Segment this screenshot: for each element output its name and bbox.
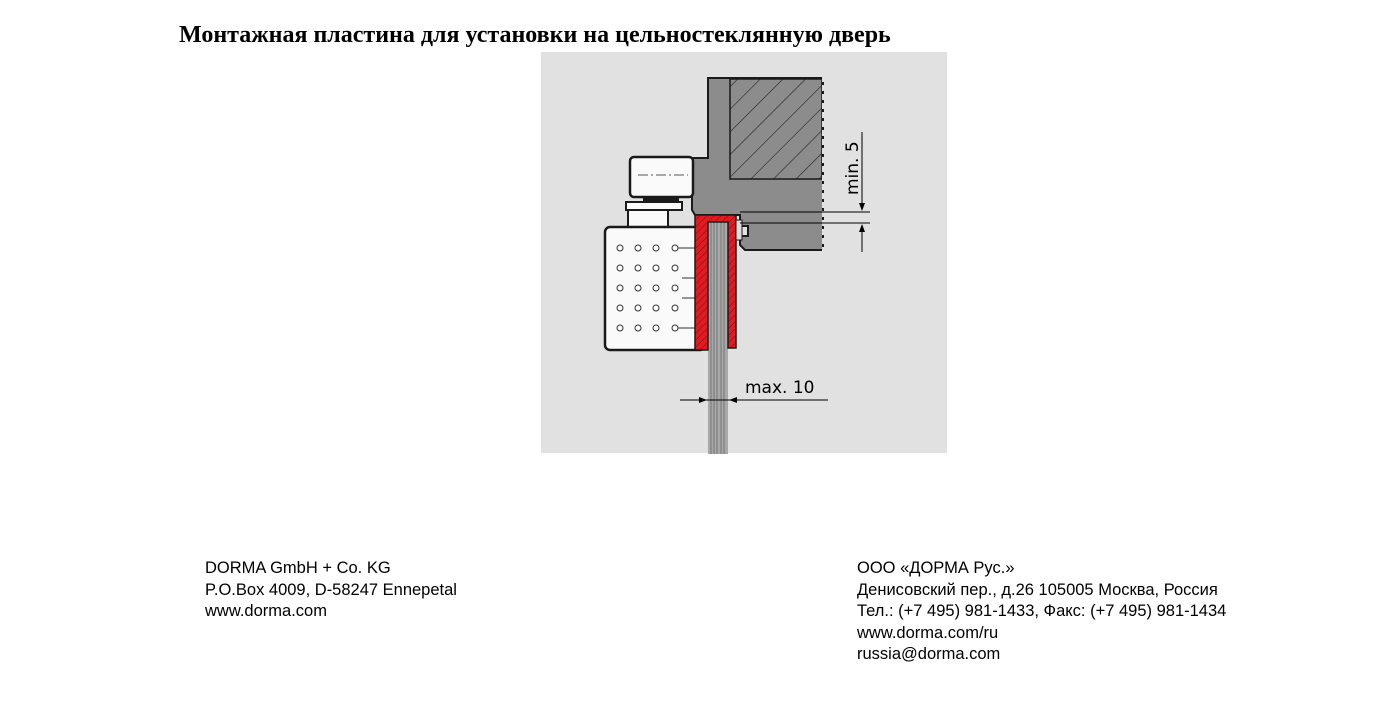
- mounting-plate: [694, 214, 737, 351]
- dimension-max-label: max. 10: [745, 378, 814, 398]
- closer-holes: [616, 244, 708, 332]
- wood-hatch: [729, 78, 823, 180]
- footer-address-russia: ООО «ДОРМА Рус.» Денисовский пер., д.26 …: [857, 558, 1226, 666]
- website-link[interactable]: www.dorma.com: [205, 602, 327, 620]
- dimension-min: [740, 132, 870, 252]
- postal-address: P.O.Box 4009, D-58247 Ennepetal: [205, 580, 457, 599]
- website-link[interactable]: www.dorma.com/ru: [857, 623, 999, 642]
- company-name: ООО «ДОРМА Рус.»: [857, 559, 1015, 577]
- company-name: DORMA GmbH + Co. KG: [205, 559, 391, 577]
- footer-address-germany: DORMA GmbH + Co. KG P.O.Box 4009, D-5824…: [205, 558, 457, 623]
- phone-fax: Тел.: (+7 495) 981-1433, Факс: (+7 495) …: [857, 602, 1227, 620]
- bracket-stem: [627, 209, 669, 228]
- seal: [735, 219, 743, 241]
- closer-arm-housing: [628, 155, 695, 199]
- mounting-plate-diagram: min. 5 max. 10: [541, 52, 947, 454]
- page-title: Монтажная пластина для установки на цель…: [179, 22, 891, 48]
- bracket: [625, 201, 683, 211]
- email-link[interactable]: russia@dorma.com: [857, 645, 1001, 663]
- glass-pane: [708, 222, 728, 454]
- housing-base: [643, 197, 679, 201]
- dimension-min-label: min. 5: [843, 141, 863, 195]
- postal-address: Денисовский пер., д.26 105005 Москва, Ро…: [857, 580, 1218, 599]
